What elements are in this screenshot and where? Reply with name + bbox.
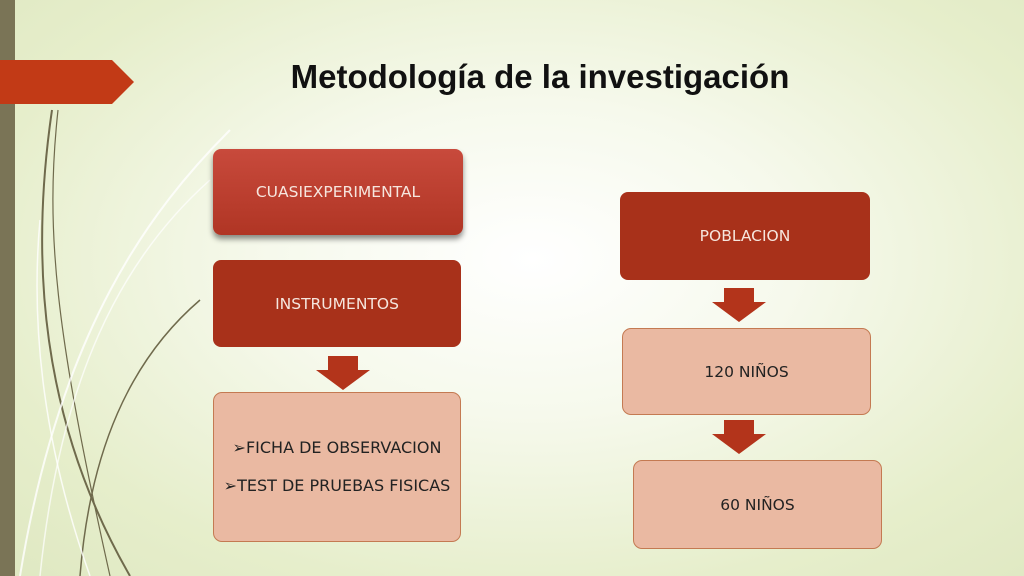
list-item: ➢FICHA DE OBSERVACION: [218, 436, 457, 460]
down-arrow-icon: [712, 420, 766, 454]
sample-count-box: 60 NIÑOS: [633, 460, 882, 549]
instruments-list: ➢FICHA DE OBSERVACION ➢TEST DE PRUEBAS F…: [218, 436, 457, 498]
instruments-box: INSTRUMENTOS: [213, 260, 461, 347]
down-arrow-icon: [712, 288, 766, 322]
instruments-list-box: ➢FICHA DE OBSERVACION ➢TEST DE PRUEBAS F…: [213, 392, 461, 542]
population-count-box: 120 NIÑOS: [622, 328, 871, 415]
left-side-bar: [0, 0, 15, 576]
bullet-arrow-icon: ➢: [223, 476, 238, 495]
list-item: ➢TEST DE PRUEBAS FISICAS: [218, 474, 457, 498]
list-item-text: FICHA DE OBSERVACION: [245, 438, 442, 457]
population-box: POBLACION: [620, 192, 870, 280]
design-box: CUASIEXPERIMENTAL: [213, 149, 463, 235]
down-arrow-icon: [316, 356, 370, 390]
title-flag-shape: [0, 60, 134, 104]
list-item-text: TEST DE PRUEBAS FISICAS: [237, 476, 451, 495]
bullet-arrow-icon: ➢: [232, 438, 246, 457]
slide-title: Metodología de la investigación: [290, 58, 790, 95]
decorative-swoosh: [19, 109, 231, 576]
